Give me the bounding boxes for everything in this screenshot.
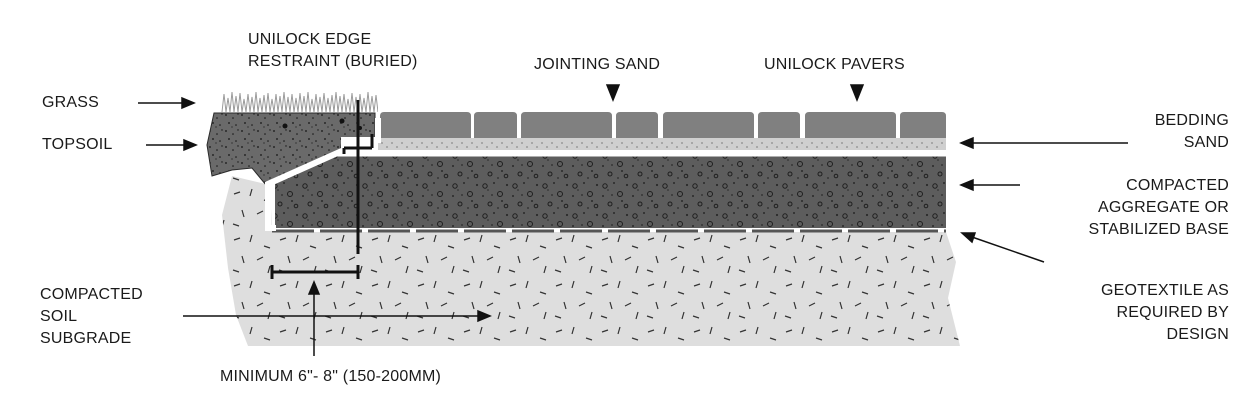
- compacted-aggregate-layer: [275, 156, 946, 228]
- geotextile-arrow: [971, 236, 1045, 263]
- label-geotextile: GEOTEXTILE AS REQUIRED BY DESIGN: [1101, 282, 1229, 343]
- label-topsoil: TOPSOIL: [42, 136, 113, 153]
- label-grass: GRASS: [42, 94, 100, 111]
- label-compacted-aggregate: COMPACTED AGGREGATE OR STABILIZED BASE: [1088, 177, 1229, 238]
- paver: [900, 112, 946, 138]
- jointing-sand-arrow: [605, 84, 621, 103]
- grass: [221, 91, 378, 112]
- minimum-dimension: [270, 265, 360, 279]
- label-unilock-pavers: UNILOCK PAVERS: [764, 56, 905, 73]
- unilock-pavers: [380, 112, 946, 138]
- edge-restraint: [265, 100, 381, 254]
- label-bedding-sand: BEDDING SAND: [1154, 112, 1229, 151]
- paver: [380, 112, 471, 138]
- paver: [521, 112, 612, 138]
- pavers-arrow: [849, 84, 865, 103]
- paver: [663, 112, 754, 138]
- paver: [616, 112, 658, 138]
- paver: [758, 112, 800, 138]
- leader-arrows: [138, 84, 1128, 356]
- label-minimum-dimension: MINIMUM 6"- 8" (150-200MM): [220, 368, 442, 385]
- label-compacted-soil: COMPACTED SOIL SUBGRADE: [40, 286, 143, 347]
- paver: [474, 112, 517, 138]
- label-edge-restraint: UNILOCK EDGE RESTRAINT (BURIED): [248, 31, 418, 70]
- compacted-soil-subgrade: [222, 176, 960, 346]
- bedding-sand-layer: [378, 138, 946, 150]
- label-jointing-sand: JOINTING SAND: [534, 56, 661, 73]
- paver: [805, 112, 896, 138]
